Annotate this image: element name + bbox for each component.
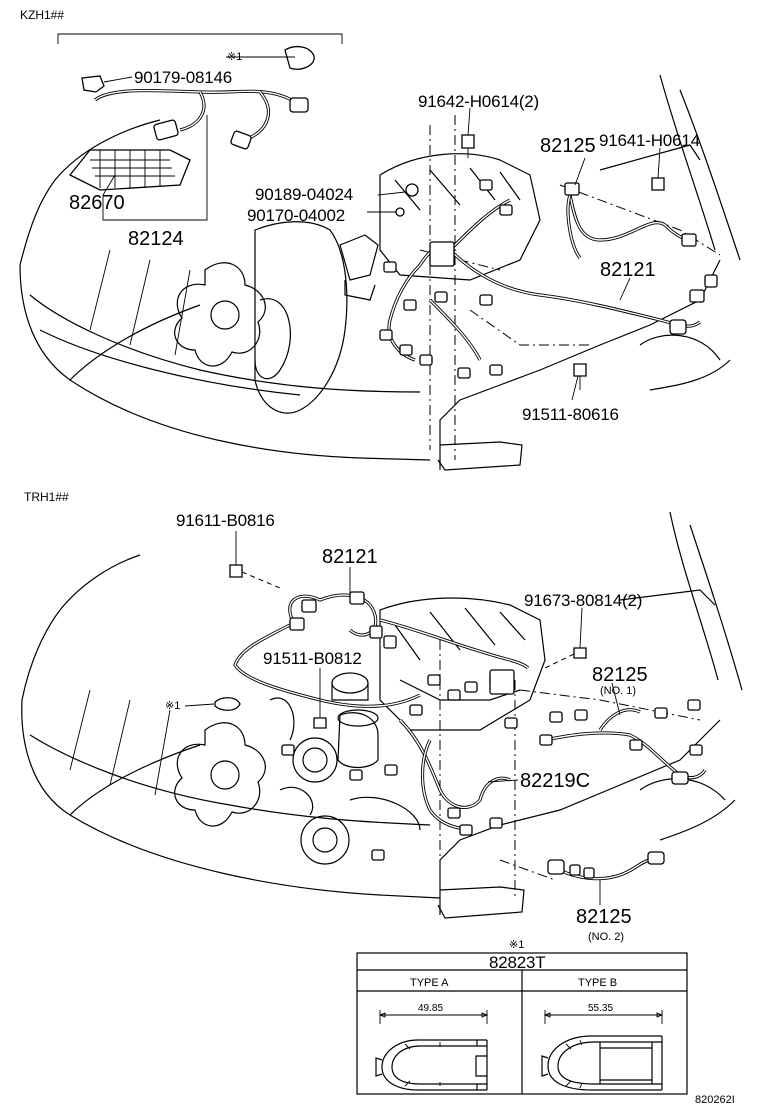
bottom-leaders: [184, 531, 621, 905]
part-82670: 82670: [69, 192, 125, 214]
part-91511-B0812: 91511-B0812: [263, 649, 362, 668]
type-a-clip: 49.85: [375, 1003, 489, 1091]
part-91673-80814: 91673-80814(2): [524, 591, 642, 610]
type-a-label: TYPE A: [410, 977, 449, 989]
type-b-label: TYPE B: [578, 977, 617, 989]
no1-label: (NO. 1): [600, 685, 636, 697]
top-engine: [174, 153, 541, 414]
no2-label: (NO. 2): [588, 931, 624, 943]
part-90189-04024: 90189-04024: [255, 185, 353, 204]
bottom-section-title: TRH1##: [24, 490, 69, 504]
part-82125-top: 82125: [540, 135, 596, 157]
harness-82124: [68, 45, 315, 191]
top-harness-82121: [379, 134, 718, 390]
harness-bracket: [57, 33, 343, 44]
part-82125-no2: 82125: [576, 906, 632, 928]
part-91611-B0816: 91611-B0816: [176, 511, 275, 530]
top-section: KZH1##: [19, 8, 741, 471]
part-90170-04002: 90170-04002: [247, 206, 345, 225]
type-b-dimension: 55.35: [588, 1003, 613, 1014]
note1-bottom-label: ※1: [165, 700, 180, 712]
inset-82823T: ※1 82823T TYPE A TYPE B 49.85 55.35: [356, 939, 688, 1095]
part-91511-80616: 91511-80616: [522, 405, 619, 424]
part-82124: 82124: [128, 228, 184, 250]
part-82219C: 82219C: [520, 770, 590, 792]
note1-top-label: ※1: [227, 51, 242, 63]
part-91641-H0614: 91641-H0614: [599, 131, 700, 150]
top-car-body: [19, 74, 741, 471]
bottom-engine: [174, 597, 546, 865]
inset-part-number: 82823T: [489, 953, 545, 972]
bottom-section: TRH1##: [21, 490, 743, 943]
top-leaders: [102, 56, 661, 401]
type-a-dimension: 49.85: [418, 1003, 443, 1014]
bottom-car-body: [21, 511, 743, 919]
part-82121-bottom: 82121: [322, 546, 378, 568]
part-82121-top: 82121: [600, 259, 656, 281]
figure-id: 820262I: [695, 1094, 735, 1106]
part-90179-08146: 90179-08146: [134, 68, 232, 87]
part-82125-no1: 82125: [592, 664, 648, 686]
part-91642-H0614: 91642-H0614(2): [418, 92, 539, 111]
type-b-clip: 55.35: [541, 1003, 664, 1091]
top-section-title: KZH1##: [20, 8, 64, 22]
inset-note: ※1: [509, 939, 524, 951]
